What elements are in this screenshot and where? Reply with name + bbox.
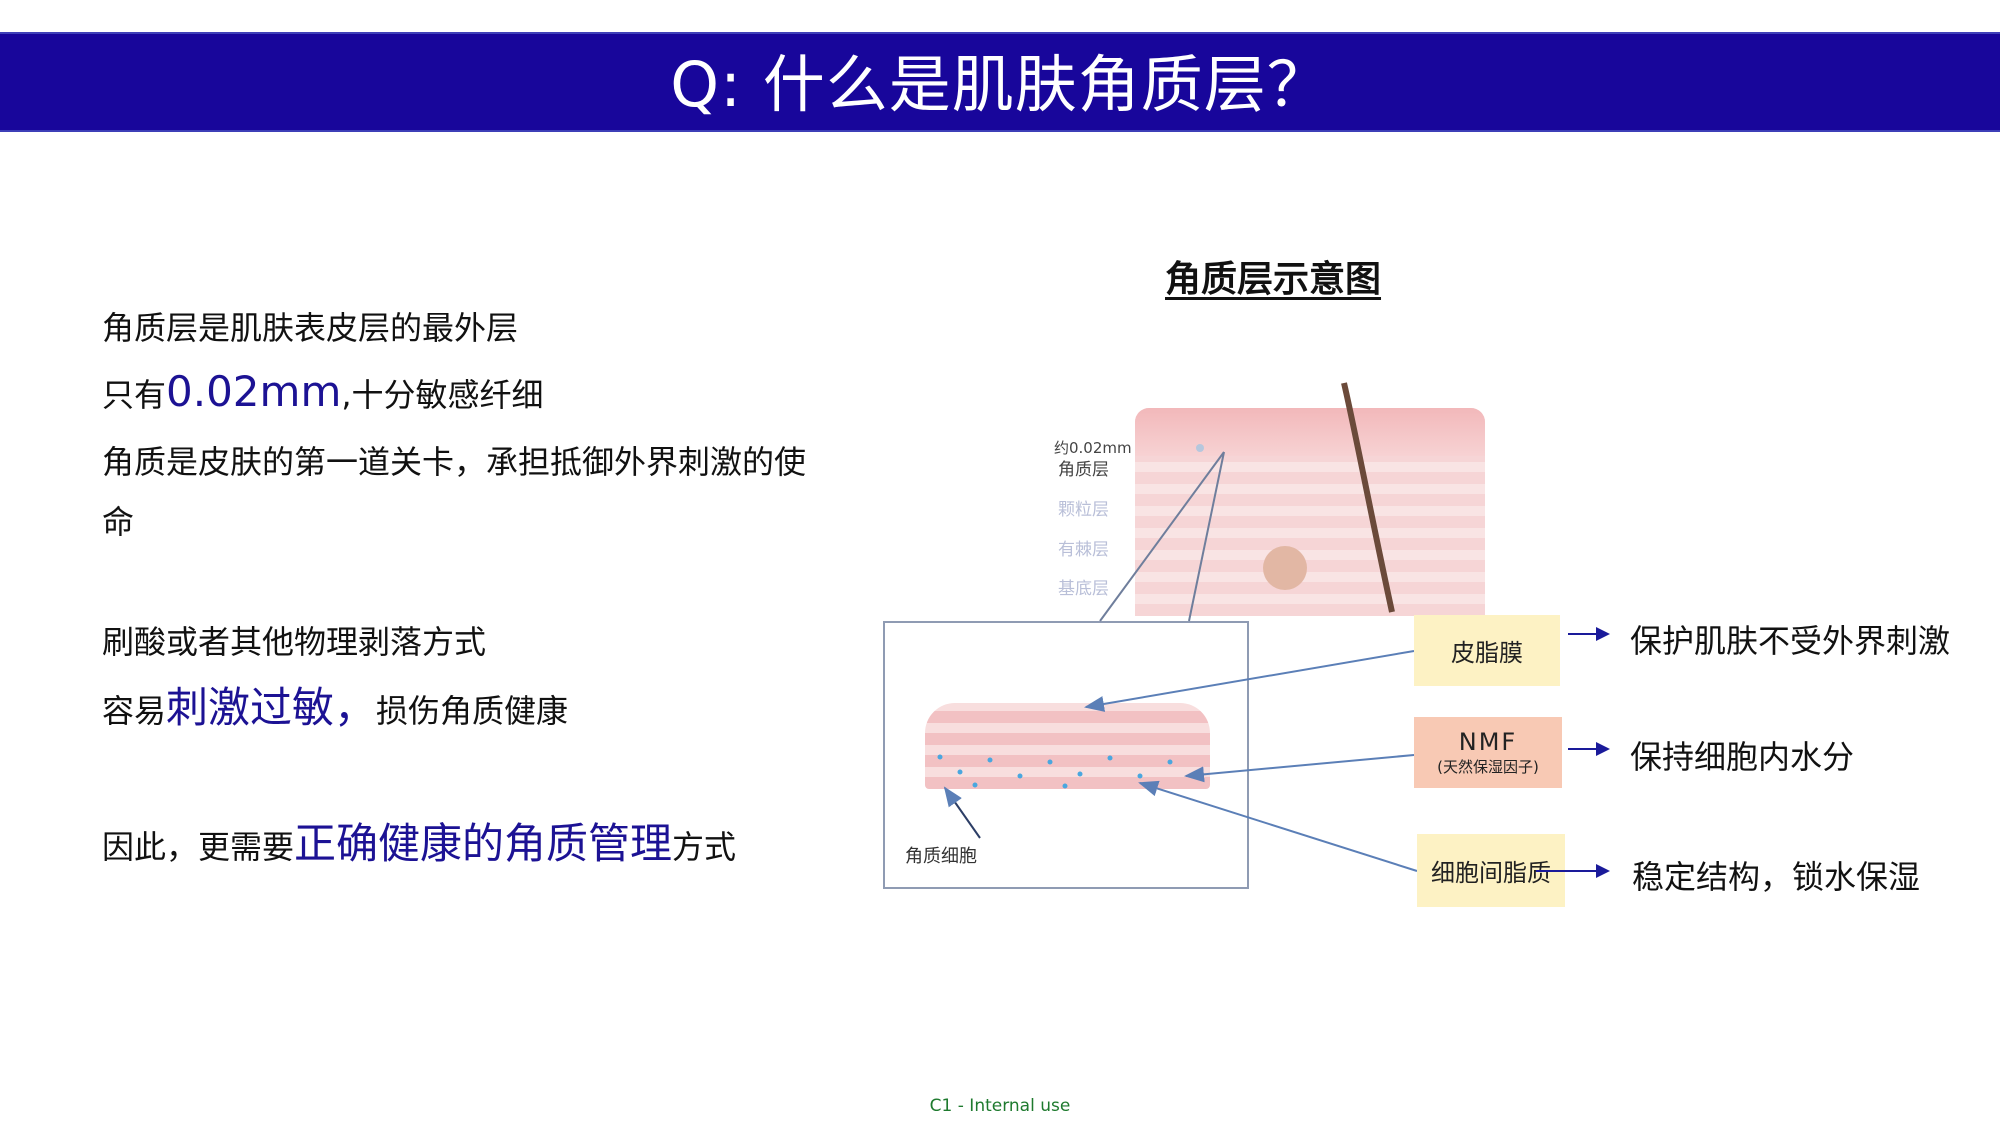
irritation-highlight: 刺激过敏，	[166, 683, 377, 732]
text-line-2: 只有0.02mm,十分敏感纤细	[102, 371, 544, 415]
thickness-label: 约0.02mm	[1054, 439, 1132, 457]
stratum-corneum-layer	[1135, 408, 1485, 456]
text-line-6-prefix: 容易	[102, 692, 167, 730]
title-banner: Q: 什么是肌肤角质层？	[0, 32, 2000, 132]
corneocyte-pointer-line	[943, 786, 981, 839]
text-line-1: 角质层是肌肤表皮层的最外层	[102, 309, 519, 347]
sebum-film-label: 皮脂膜	[1451, 639, 1523, 667]
text-line-4: 命	[102, 503, 135, 541]
layer-label-basal: 基底层	[1058, 579, 1109, 599]
nmf-label: NMF	[1458, 728, 1518, 756]
hair-shaft-icon	[1341, 382, 1395, 613]
lipid-pointer-line	[1138, 780, 1418, 872]
arrow-right-icon	[1536, 864, 1610, 878]
arrow-right-icon	[1568, 742, 1610, 756]
corneocyte-label: 角质细胞	[905, 846, 977, 867]
text-line-3: 角质是皮肤的第一道关卡，承担抵御外界刺激的使	[102, 443, 807, 481]
management-highlight: 正确健康的角质管理	[294, 819, 673, 868]
corneocyte-layer-illustration	[925, 703, 1210, 789]
layer-label-stratum-corneum: 角质层	[1058, 460, 1109, 480]
text-line-2-suffix: ,十分敏感纤细	[341, 376, 544, 414]
sebum-film-effect: 保护肌肤不受外界刺激	[1630, 622, 1951, 660]
intercellular-lipid-label: 细胞间脂质	[1431, 859, 1551, 887]
text-line-7: 因此，更需要正确健康的角质管理方式	[102, 823, 737, 867]
text-line-7-suffix: 方式	[672, 828, 737, 866]
layer-label-granular: 颗粒层	[1058, 500, 1109, 520]
hair-follicle-icon	[1263, 546, 1307, 590]
zoom-inset-box: 角质细胞	[883, 621, 1249, 889]
nmf-effect: 保持细胞内水分	[1630, 738, 1855, 776]
text-line-6: 容易刺激过敏，损伤角质健康	[102, 687, 569, 731]
diagram-title: 角质层示意图	[1165, 259, 1382, 300]
thickness-highlight: 0.02mm	[166, 367, 342, 416]
zoom-guide-line-left	[1099, 451, 1225, 622]
skin-cross-section-illustration	[1135, 408, 1485, 616]
text-line-6-suffix: 损伤角质健康	[376, 692, 569, 730]
sebum-film-tag: 皮脂膜	[1414, 615, 1560, 686]
text-line-7-prefix: 因此，更需要	[102, 828, 295, 866]
nmf-sublabel: (天然保湿因子)	[1437, 758, 1539, 776]
arrow-right-icon	[1568, 627, 1610, 641]
layer-label-spinous: 有棘层	[1058, 540, 1109, 560]
page-title: Q: 什么是肌肤角质层？	[670, 48, 1330, 121]
zoom-point-icon	[1196, 444, 1204, 452]
nmf-dots	[937, 754, 1198, 789]
nmf-tag: NMF (天然保湿因子)	[1414, 717, 1562, 788]
footer-classification: C1 - Internal use	[929, 1096, 1071, 1116]
sebum-pointer-line	[1084, 650, 1415, 712]
nmf-pointer-line	[1184, 754, 1415, 783]
intercellular-lipid-effect: 稳定结构，锁水保湿	[1632, 858, 1921, 896]
text-line-5: 刷酸或者其他物理剥落方式	[102, 623, 487, 661]
text-line-2-prefix: 只有	[102, 376, 167, 414]
zoom-guide-line-right	[1188, 451, 1225, 622]
